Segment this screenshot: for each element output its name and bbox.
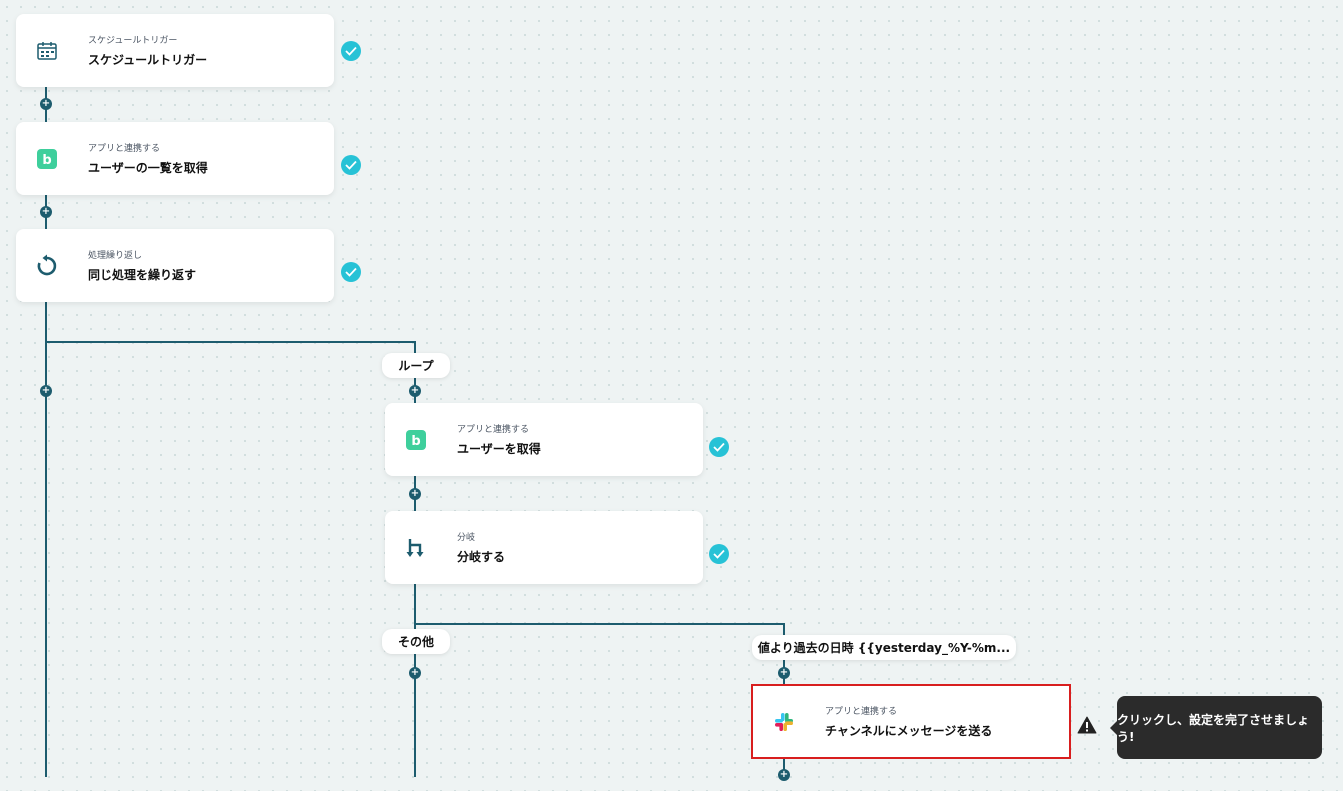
check-icon <box>341 262 361 282</box>
flow-connector <box>45 341 416 343</box>
step-card-get-user[interactable]: b アプリと連携する ユーザーを取得 <box>385 403 703 476</box>
slack-icon <box>771 709 797 735</box>
step-title: ユーザーの一覧を取得 <box>88 161 208 175</box>
branch-condition-label[interactable]: 値より過去の日時 {{yesterday_%Y-%m... <box>752 635 1016 660</box>
branch-icon <box>403 535 429 561</box>
step-category: スケジュールトリガー <box>88 36 178 46</box>
add-step-button[interactable]: + <box>778 667 790 679</box>
step-category: 分岐 <box>457 533 476 543</box>
branch-other-label: その他 <box>382 629 450 654</box>
step-title: スケジュールトリガー <box>88 53 208 67</box>
step-card-send-channel-message[interactable]: アプリと連携する チャンネルにメッセージを送る <box>751 684 1071 759</box>
check-icon <box>341 41 361 61</box>
add-step-button[interactable]: + <box>40 206 52 218</box>
check-icon <box>341 155 361 175</box>
loop-icon <box>34 253 60 279</box>
step-card-loop[interactable]: 処理繰り返し 同じ処理を繰り返す <box>16 229 334 302</box>
svg-text:b: b <box>411 434 420 449</box>
step-category: アプリと連携する <box>457 425 530 435</box>
add-step-button[interactable]: + <box>409 385 421 397</box>
svg-text:b: b <box>42 153 51 168</box>
step-title: 分岐する <box>457 550 506 564</box>
check-icon <box>709 437 729 457</box>
step-card-branch[interactable]: 分岐 分岐する <box>385 511 703 584</box>
loop-label: ループ <box>382 353 450 378</box>
step-card-get-user-list[interactable]: b アプリと連携する ユーザーの一覧を取得 <box>16 122 334 195</box>
step-card-schedule-trigger[interactable]: スケジュールトリガー スケジュールトリガー <box>16 14 334 87</box>
add-step-button[interactable]: + <box>409 488 421 500</box>
app-b-icon: b <box>403 427 429 453</box>
step-category: アプリと連携する <box>825 707 898 717</box>
add-step-button[interactable]: + <box>778 769 790 781</box>
calendar-icon <box>34 38 60 64</box>
step-title: 同じ処理を繰り返す <box>88 268 197 282</box>
add-step-button[interactable]: + <box>40 385 52 397</box>
step-title: チャンネルにメッセージを送る <box>825 724 993 738</box>
check-icon <box>709 544 729 564</box>
flow-connector <box>45 87 47 777</box>
warning-icon <box>1077 716 1097 738</box>
flow-connector <box>414 623 785 625</box>
add-step-button[interactable]: + <box>409 667 421 679</box>
hint-tooltip: クリックし、設定を完了させましょう! <box>1110 696 1322 759</box>
add-step-button[interactable]: + <box>40 98 52 110</box>
step-title: ユーザーを取得 <box>457 442 541 456</box>
step-category: 処理繰り返し <box>88 251 143 261</box>
step-category: アプリと連携する <box>88 144 161 154</box>
app-b-icon: b <box>34 146 60 172</box>
